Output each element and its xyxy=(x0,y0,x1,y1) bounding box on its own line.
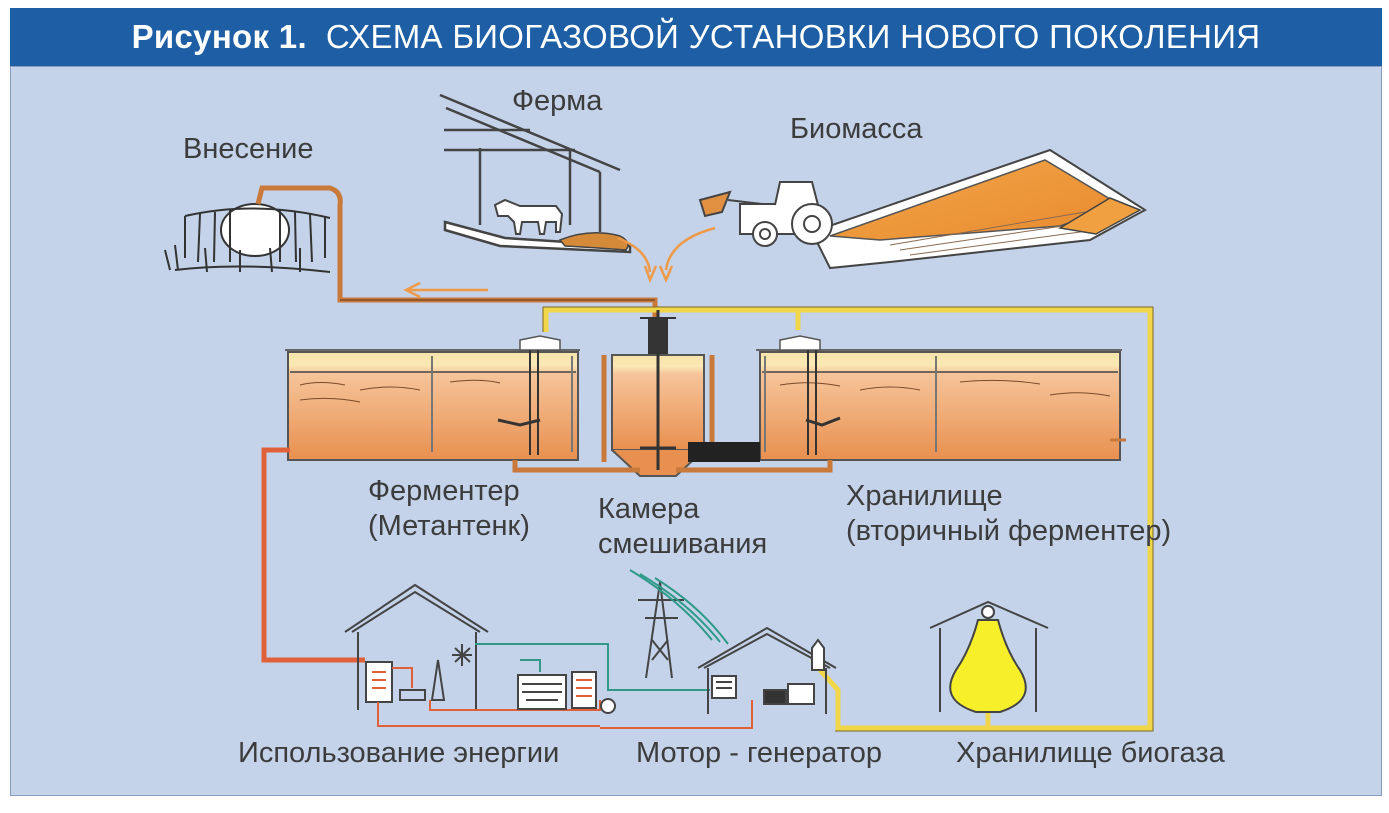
label-fermenter-2: (Метантенк) xyxy=(368,510,530,542)
cow-icon xyxy=(493,198,564,235)
fermenter-tank xyxy=(285,335,580,461)
return-arrow xyxy=(403,281,488,299)
label-kamera-1: Камера xyxy=(598,493,700,525)
label-fermenter-1: Ферментер xyxy=(368,475,520,507)
tractor-icon xyxy=(698,181,833,247)
label-energy: Использование энергии xyxy=(238,737,559,769)
energy-house xyxy=(344,583,489,710)
label-hranilishe-1: Хранилище xyxy=(846,480,1003,512)
label-vnesenie: Внесение xyxy=(183,133,313,165)
boiler-unit xyxy=(517,671,616,714)
mixing-chamber xyxy=(601,310,760,477)
spreader-icon xyxy=(164,203,331,273)
storage-tank xyxy=(756,335,1126,461)
figure-title: СХЕМА БИОГАЗОВОЙ УСТАНОВКИ НОВОГО ПОКОЛЕ… xyxy=(325,18,1261,55)
feed-arrows xyxy=(617,226,716,284)
label-biomassa: Биомасса xyxy=(790,113,923,145)
tank-connect-pipe xyxy=(512,460,833,473)
label-kamera-2: смешивания xyxy=(598,528,767,560)
label-hranilishe-2: (вторичный ферментер) xyxy=(846,515,1171,547)
gas-pipe-edges xyxy=(542,306,1154,732)
power-wires xyxy=(629,569,729,645)
figure-header: Рисунок 1. СХЕМА БИОГАЗОВОЙ УСТАНОВКИ НО… xyxy=(10,8,1382,66)
spreader-pipe xyxy=(255,185,658,320)
gas-pipe xyxy=(543,307,1153,731)
power-cable xyxy=(475,643,710,691)
figure-number: Рисунок 1. xyxy=(131,18,307,55)
biomass-heap xyxy=(810,148,1147,270)
farm-shed xyxy=(439,93,632,254)
generator-house xyxy=(697,626,837,714)
gas-storage-shed xyxy=(929,600,1049,712)
energy-house-pipes xyxy=(377,667,601,727)
heat-pipe xyxy=(261,447,365,663)
gas-storage-bag xyxy=(949,605,1027,713)
label-motor: Мотор - генератор xyxy=(636,737,882,769)
generator-heat-line xyxy=(600,700,753,729)
label-ferma: Ферма xyxy=(512,85,603,117)
label-gas-storage: Хранилище биогаза xyxy=(956,737,1226,769)
power-pole xyxy=(638,581,684,679)
